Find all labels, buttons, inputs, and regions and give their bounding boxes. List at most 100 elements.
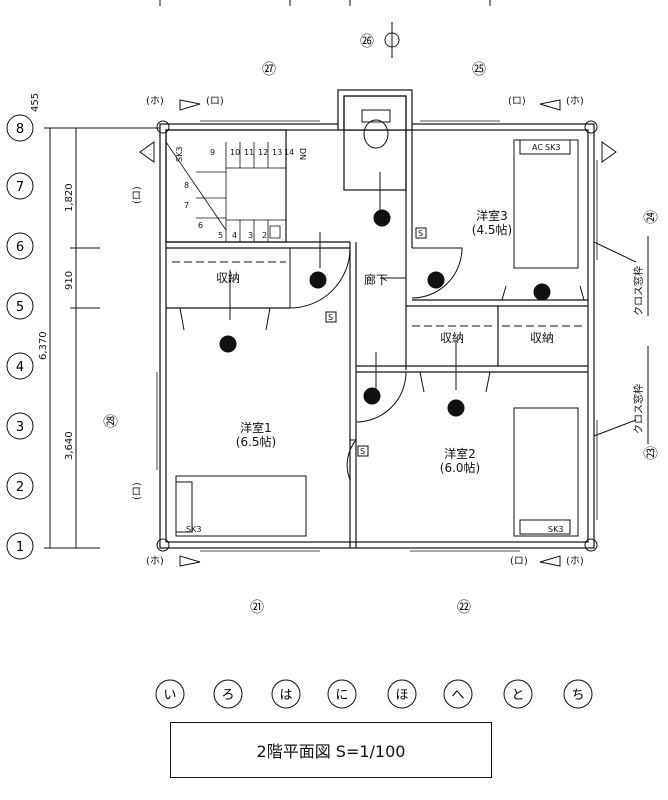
dim-455: 455 [30, 93, 41, 112]
svg-text:3: 3 [16, 420, 24, 435]
svg-text:9: 9 [210, 148, 215, 157]
svg-text:と: と [511, 688, 524, 703]
grid-col-4: ほ [387, 679, 417, 709]
sk3-room1: SK3 [186, 525, 201, 534]
drawing-title: 2階平面図 S=1/100 [170, 722, 492, 778]
grid-row-2: 2 [6, 472, 34, 500]
outlet-2: S [328, 313, 333, 322]
grid-row-8: 8 [6, 114, 34, 142]
grid-col-3: に [327, 679, 357, 709]
dimension-line [44, 127, 160, 549]
svg-text:に: に [335, 688, 348, 703]
dim-1820: 1,820 [64, 183, 75, 212]
grid-row-labels: 8 7 6 5 4 3 2 1 [6, 114, 34, 560]
svg-text:ろ: ろ [221, 688, 234, 703]
svg-text:14: 14 [284, 148, 294, 157]
door-k: K [379, 214, 386, 225]
svg-text:4: 4 [16, 360, 24, 375]
corner-ro-br: (ロ) [510, 556, 528, 567]
dim-6370: 6,370 [38, 331, 49, 360]
callout-23: ㉓ [644, 446, 660, 460]
svg-text:7: 7 [16, 180, 24, 195]
svg-text:6: 6 [16, 240, 24, 255]
svg-text:ほ: ほ [395, 688, 408, 703]
corner-ho-br: (ホ) [566, 555, 584, 567]
room3-name: 洋室3 [476, 208, 508, 223]
svg-text:7: 7 [184, 201, 189, 210]
grid-col-2: は [271, 679, 301, 709]
stair-step-numbers: 9 10 11 12 13 14 8 7 6 5 4 3 2 [184, 148, 294, 240]
grid-row-6: 6 [6, 232, 34, 260]
door-swings [289, 247, 463, 481]
staircase [165, 141, 286, 242]
toilet-fixture [361, 109, 391, 149]
door-f: F [539, 288, 545, 299]
outlet-1: S [418, 229, 423, 238]
outlet-3: S [360, 447, 365, 456]
exterior-walls [159, 89, 595, 549]
beds [175, 139, 579, 537]
door-e: E [433, 276, 439, 287]
sk3-room3: SK3 [545, 143, 560, 152]
svg-text:ち: ち [571, 688, 584, 703]
callout-27: ㉗ [262, 62, 276, 78]
svg-text:11: 11 [244, 148, 254, 157]
sk3-room2: SK3 [548, 525, 563, 534]
storage2-label: 収納 [440, 331, 464, 345]
room2-name: 洋室2 [444, 446, 476, 461]
grid-col-1: ろ [213, 679, 243, 709]
corner-ro-l2: (ロ) [132, 482, 143, 500]
room1-size: (6.5帖) [236, 434, 276, 449]
svg-text:10: 10 [230, 148, 240, 157]
svg-text:1: 1 [16, 540, 24, 555]
ac-label: AC [532, 143, 543, 152]
dn-label: DN [298, 148, 307, 160]
grid-col-0: い [155, 679, 185, 709]
hall-label: 廊下 [364, 272, 388, 287]
svg-text:い: い [163, 688, 176, 703]
svg-text:2: 2 [262, 231, 267, 240]
cross-sash-upper: クロス窓枠 [632, 266, 645, 316]
grid-row-7: 7 [6, 172, 34, 200]
cross-sash-lower: クロス窓枠 [632, 384, 645, 434]
grid-col-5: へ [443, 679, 473, 709]
callout-24: ㉔ [644, 210, 660, 224]
callout-28: ㉘ [104, 414, 120, 428]
dim-910: 910 [64, 271, 75, 290]
svg-text:5: 5 [16, 300, 24, 315]
svg-text:2: 2 [16, 480, 24, 495]
grid-col-6: と [503, 679, 533, 709]
svg-text:3: 3 [248, 231, 253, 240]
corner-ro-tr: (ロ) [508, 96, 526, 107]
door-h: H [452, 404, 460, 415]
svg-text:8: 8 [184, 181, 189, 190]
grid-col-labels: いろはにほへとち [155, 679, 593, 709]
door-j: J [226, 340, 230, 351]
grid-row-1: 1 [6, 532, 34, 560]
room3-size: (4.5帖) [472, 222, 512, 237]
grid-row-5: 5 [6, 292, 34, 320]
storage3-label: 収納 [530, 331, 554, 345]
svg-text:へ: へ [451, 688, 464, 703]
svg-text:8: 8 [16, 122, 24, 137]
room2-size: (6.0帖) [440, 460, 480, 475]
svg-text:13: 13 [272, 148, 282, 157]
corner-ro-l: (ロ) [132, 186, 143, 204]
callout-21: ㉑ [250, 600, 264, 616]
grid-col-7: ち [563, 679, 593, 709]
svg-text:4: 4 [232, 231, 237, 240]
svg-text:は: は [279, 688, 292, 703]
corner-ho-bl: (ホ) [146, 555, 164, 567]
grid-row-4: 4 [6, 352, 34, 380]
corner-ho-tl: (ホ) [146, 95, 164, 107]
corner-ro-tl: (ロ) [206, 96, 224, 107]
callout-26: ㉖ [360, 34, 374, 50]
corner-ho-tr: (ホ) [566, 95, 584, 107]
door-g: G [368, 392, 376, 403]
grid-row-3: 3 [6, 412, 34, 440]
interior-walls [165, 95, 588, 548]
callout-25: ㉕ [472, 62, 486, 78]
room1-name: 洋室1 [240, 420, 272, 435]
svg-text:6: 6 [198, 221, 203, 230]
